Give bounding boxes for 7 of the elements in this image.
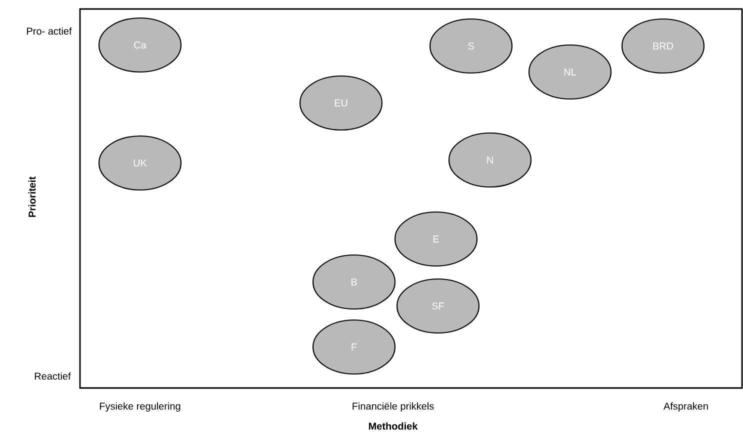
axis-label: Reactief — [34, 372, 71, 380]
axis-label: Afspraken — [664, 402, 708, 412]
axis-label: Pro- actief — [27, 27, 72, 35]
axis-title: Methodiek — [368, 422, 418, 430]
axis-label: Fysieke regulering — [100, 402, 180, 412]
axis-title: Prioriteit — [28, 176, 36, 217]
axis-label: Financiële prikkels — [352, 402, 434, 412]
